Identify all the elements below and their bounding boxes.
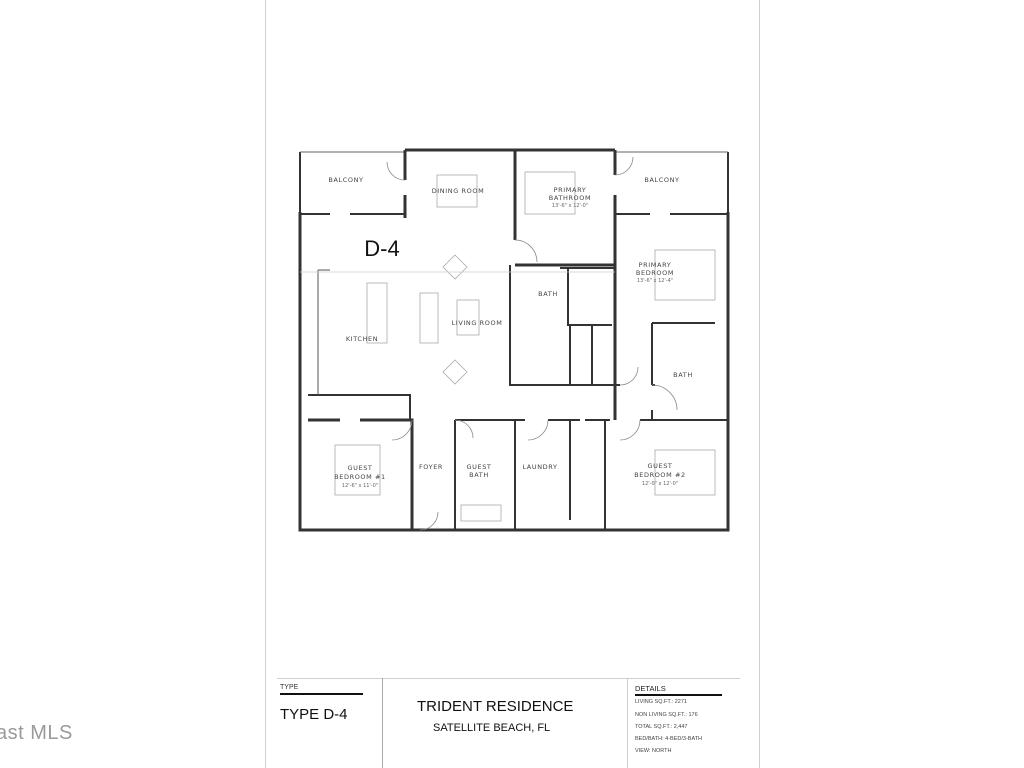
type-label: TYPE [280,684,299,691]
room-label-primary-bedroom: PRIMARY [639,261,672,269]
details-label: DETAILS [635,684,666,693]
detail-bed-bath: BED/BATH: 4-BED/3-BATH [635,736,703,742]
title-block-top-rule [277,678,740,679]
type-rule [280,693,363,695]
type-value: TYPE D-4 [280,706,348,723]
mls-watermark: ast MLS [0,722,73,744]
room-label-guest-bath-2: BATH [469,471,489,479]
title-block-divider [382,678,383,768]
walls [298,148,730,532]
room-label-guest-bedroom-1: GUEST [348,464,373,472]
room-label-bath-right: BATH [673,371,693,379]
room-label-primary-bedroom-2: BEDROOM [636,269,674,277]
room-dim-primary-bedroom: 13'-6" x 12'-4" [637,278,673,284]
room-label-guest-bedroom-1-2: BEDROOM #1 [334,473,386,481]
unit-type-label: D-4 [364,236,399,261]
drawing-sheet [265,0,760,768]
title-block: TYPE TYPE D-4 TRIDENT RESIDENCE SATELLIT… [265,678,760,768]
room-label-foyer: FOYER [419,463,443,471]
detail-living-sqft: LIVING SQ.FT.: 2271 [635,699,687,705]
room-dim-guest-bedroom-1: 12'-6" x 11'-0" [342,483,378,489]
detail-total-sqft: TOTAL SQ.FT.: 2,447 [635,724,688,730]
room-labels: D-4 BALCONY DINING ROOM PRIMARY BATHROOM… [328,176,692,489]
room-label-kitchen: KITCHEN [346,335,378,343]
room-label-guest-bath: GUEST [467,463,492,471]
room-label-guest-bedroom-2: GUEST [648,462,673,470]
doors [386,156,678,531]
room-label-bath-center: BATH [538,290,558,298]
details-rule [635,694,722,696]
title-block-divider [627,678,628,768]
room-label-dining-room: DINING ROOM [432,187,485,195]
room-dim-primary-bathroom: 13'-6" x 12'-0" [552,203,588,209]
room-label-balcony-right: BALCONY [644,176,679,184]
project-location: SATELLITE BEACH, FL [433,722,551,734]
room-label-primary-bathroom: PRIMARY [554,186,587,194]
furniture [300,171,716,522]
room-label-guest-bedroom-2-2: BEDROOM #2 [634,471,686,479]
detail-view: VIEW: NORTH [635,748,672,754]
room-dim-guest-bedroom-2: 12'-0" x 12'-0" [642,481,678,487]
project-name: TRIDENT RESIDENCE [417,698,574,715]
room-label-living-room: LIVING ROOM [452,319,503,327]
room-label-laundry: LAUNDRY [522,463,557,471]
room-label-balcony-left: BALCONY [328,176,363,184]
room-label-primary-bathroom-2: BATHROOM [549,194,591,202]
detail-non-living-sqft: NON LIVING SQ.FT.: 176 [635,712,698,718]
